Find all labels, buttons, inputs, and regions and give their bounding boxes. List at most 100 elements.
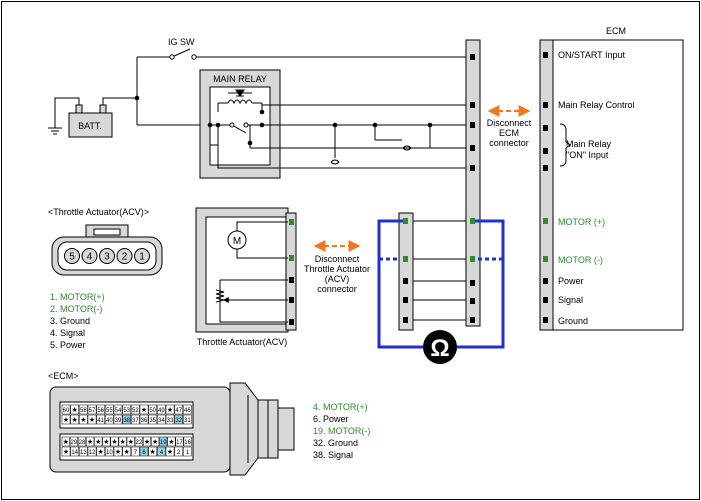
main-relay-brace bbox=[559, 123, 571, 167]
ecm-face-pin-label: 50 bbox=[149, 408, 156, 414]
ecm-connector-face bbox=[49, 382, 295, 476]
power-circuit bbox=[48, 48, 470, 138]
ecm-pin-motor-plus: MOTOR (+) bbox=[558, 217, 605, 227]
ecm-face-pin-label: 39 bbox=[115, 418, 122, 424]
ecm-face-pin-label: ★ bbox=[103, 438, 109, 446]
ecm-face-pin bbox=[157, 446, 166, 457]
acv-face-pin bbox=[134, 248, 150, 264]
acv-face-pin-label: 1 bbox=[139, 252, 145, 263]
ecm-face-pin bbox=[79, 414, 88, 425]
main-relay-label: MAIN RELAY bbox=[213, 74, 267, 84]
ecm-face-pin-label: 49 bbox=[158, 408, 165, 414]
ecm-face-pin-label: ★ bbox=[63, 438, 69, 446]
ecm-face-pin-label: 6 bbox=[142, 450, 146, 456]
ecm-face-pin bbox=[165, 404, 175, 415]
ecm-face-pin-label: 35 bbox=[149, 418, 156, 424]
ecm-face-pin-label: ★ bbox=[80, 416, 86, 424]
ecm-face-pin bbox=[151, 436, 160, 447]
ecm-title: ECM bbox=[606, 26, 626, 36]
ecm-harness-connector[interactable] bbox=[465, 39, 481, 327]
ecm-face-pin bbox=[105, 404, 114, 415]
ecm-face-pin bbox=[148, 404, 157, 415]
ecm-face-pin bbox=[94, 436, 103, 447]
ecm-face-pin-label: 36 bbox=[141, 418, 148, 424]
ecm-face-pin-label: ★ bbox=[111, 438, 117, 446]
ecm-box bbox=[552, 39, 684, 331]
ecm-face-pin bbox=[105, 414, 114, 425]
ecm-face-pin bbox=[131, 404, 140, 415]
acv-harness-connector[interactable] bbox=[398, 212, 414, 331]
acv-connector[interactable] bbox=[285, 212, 297, 331]
ecm-face-pin-label: 58 bbox=[80, 408, 87, 414]
acv-face-pin bbox=[81, 248, 98, 264]
ecm-face-pin-label: ★ bbox=[167, 406, 173, 414]
ecm-face-pin-label: ★ bbox=[63, 416, 69, 424]
harness-pins bbox=[470, 54, 475, 323]
ecm-pin-list-6: 6. Power bbox=[313, 414, 349, 424]
ecm-face-pin-label: 29 bbox=[71, 440, 78, 446]
ecm-pin-list-32: 32. Ground bbox=[313, 438, 358, 448]
ecm-face-pin bbox=[148, 414, 157, 425]
acv-pin-1: 1. MOTOR(+) bbox=[50, 292, 105, 302]
ecm-face-pin bbox=[79, 446, 88, 457]
ecm-face-pin bbox=[134, 436, 143, 447]
ecm-face-pin bbox=[174, 404, 183, 415]
ecm-face-pin bbox=[183, 446, 192, 457]
ecm-connector-heading: <ECM> bbox=[48, 371, 79, 381]
ecm-face-pin bbox=[139, 404, 149, 415]
ecm-face-pin bbox=[61, 436, 70, 447]
ecm-face-pin-label: 57 bbox=[89, 408, 96, 414]
ecm-face-pin bbox=[159, 436, 168, 447]
ecm-face-pin bbox=[118, 436, 127, 447]
ecm-face-pin bbox=[61, 446, 71, 457]
acv-pin-5: 5. Power bbox=[50, 340, 86, 350]
ecm-face-pin bbox=[165, 414, 175, 425]
ecm-face-pin bbox=[96, 404, 105, 415]
ecm-face-pin-label: ★ bbox=[141, 406, 147, 414]
ecm-face-pin bbox=[87, 414, 97, 425]
ecm-face-pin bbox=[131, 446, 140, 457]
ecm-face-pin bbox=[157, 414, 166, 425]
harness-wires bbox=[413, 220, 466, 321]
ecm-face-pin bbox=[165, 446, 175, 457]
disconnect-acv-line1: Disconnect bbox=[315, 254, 360, 264]
ecm-face-pin bbox=[70, 404, 79, 415]
ecm-face-pin-label: ★ bbox=[72, 416, 78, 424]
ecm-face-pin bbox=[113, 404, 123, 415]
ecm-face-pin bbox=[174, 414, 183, 425]
ecm-face-pin-label: ★ bbox=[119, 438, 125, 446]
ecm-face-pin bbox=[102, 436, 111, 447]
ecm-pin-main-relay-control: Main Relay Control bbox=[558, 100, 635, 110]
ecm-face-pin-label: 56 bbox=[97, 408, 104, 414]
ecm-face-pin-label: 34 bbox=[158, 418, 165, 424]
battery-label: BATT. bbox=[78, 121, 102, 131]
ecm-face-pin bbox=[183, 404, 192, 415]
ecm-face-pin bbox=[175, 436, 184, 447]
ecm-pin-on-start-input: ON/START Input bbox=[558, 50, 626, 60]
ecm-pin-signal: Signal bbox=[558, 295, 583, 305]
ohm-symbol: Ω bbox=[430, 335, 449, 362]
ecm-face-pin bbox=[96, 414, 105, 425]
ecm-pin-list: 4. MOTOR(+) 6. Power 19. MOTOR(-) 32. Gr… bbox=[313, 402, 370, 460]
relay-wires bbox=[217, 104, 470, 169]
disconnect-ecm-line2: ECM bbox=[499, 128, 519, 138]
ecm-face-pin-label: ★ bbox=[87, 438, 93, 446]
ecm-pin-main-relay: Main Relay bbox=[566, 139, 612, 149]
ecm-face-pin-label: 55 bbox=[106, 408, 113, 414]
ecm-face-pin-label: ★ bbox=[98, 448, 104, 456]
ecm-face-pin bbox=[143, 436, 152, 447]
ecm-connector[interactable] bbox=[539, 39, 554, 331]
acv-internal-wiring bbox=[215, 221, 288, 323]
ecm-face-pin bbox=[157, 404, 166, 415]
ecm-face-pin-label: 12 bbox=[89, 450, 96, 456]
ecm-face-pin bbox=[122, 446, 131, 457]
ecm-face-pin bbox=[122, 414, 131, 425]
ecm-face-pin-label: 22 bbox=[136, 440, 143, 446]
ecm-face-pin-label: ★ bbox=[95, 438, 101, 446]
ecm-face-pin-label: ★ bbox=[144, 438, 150, 446]
ecm-face-pin bbox=[61, 414, 71, 425]
ecm-face-pin-label: 33 bbox=[167, 418, 174, 424]
ohmmeter-icon bbox=[423, 330, 457, 364]
